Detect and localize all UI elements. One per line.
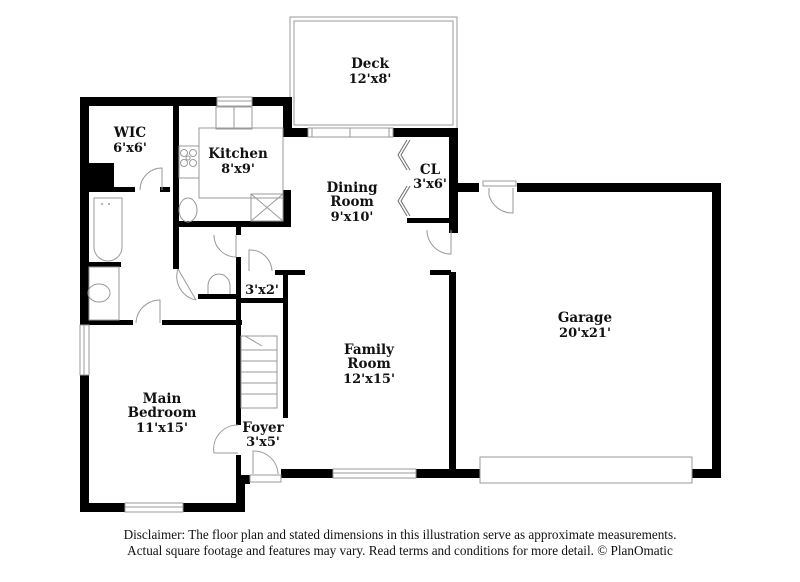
room-name: CL	[420, 162, 441, 178]
room-name: WIC	[113, 125, 146, 141]
room-name: Kitchen	[208, 146, 268, 162]
dining-room-label: Dining Room 9'x10'	[326, 180, 378, 225]
kitchen-label: Kitchen 8'x9'	[208, 146, 268, 177]
main-bedroom-label: Main Bedroom 11'x15'	[128, 391, 197, 436]
room-dimensions: 20'x21'	[559, 326, 611, 341]
room-name: Garage	[558, 310, 612, 326]
disclaimer-line2: Actual square footage and features may v…	[127, 543, 673, 558]
deck-label: Deck 12'x8'	[349, 56, 392, 87]
room-dimensions: 11'x15'	[136, 421, 188, 436]
room-labels: Deck 12'x8' WIC 6'x6' Kitchen 8'x9' Dini…	[113, 56, 612, 450]
room-dimensions: 8'x9'	[221, 162, 255, 177]
room-name: Deck	[351, 56, 390, 72]
room-name-line2: Room	[347, 356, 391, 372]
room-dimensions: 12'x15'	[343, 372, 395, 387]
room-name: Foyer	[242, 420, 284, 436]
disclaimer-line1: Disclaimer: The floor plan and stated di…	[123, 527, 677, 542]
garage-label: Garage 20'x21'	[558, 310, 612, 341]
room-dimensions: 6'x6'	[113, 141, 147, 156]
room-dimensions: 3'x6'	[413, 177, 447, 192]
foyer-label: Foyer 3'x5'	[242, 420, 284, 450]
wic-label: WIC 6'x6'	[113, 125, 147, 156]
room-dimensions: 12'x8'	[349, 72, 392, 87]
room-dimensions: 3'x5'	[246, 435, 280, 450]
fixtures	[87, 106, 284, 409]
room-name-line1: Main	[143, 391, 182, 407]
doors	[135, 139, 517, 483]
room-dimensions: 9'x10'	[331, 210, 374, 225]
family-room-label: Family Room 12'x15'	[343, 342, 395, 387]
closet-label: CL 3'x6'	[413, 162, 447, 192]
room-dimensions: 3'x2'	[245, 283, 279, 298]
walls	[80, 97, 721, 512]
room-name-line1: Family	[344, 342, 395, 358]
room-name-line1: Dining	[326, 180, 378, 196]
stairs	[240, 335, 278, 409]
windows	[79, 96, 693, 513]
room-name-line2: Bedroom	[128, 405, 197, 421]
small-closet-label: 3'x2'	[245, 283, 279, 298]
room-name-line2: Room	[330, 194, 374, 210]
